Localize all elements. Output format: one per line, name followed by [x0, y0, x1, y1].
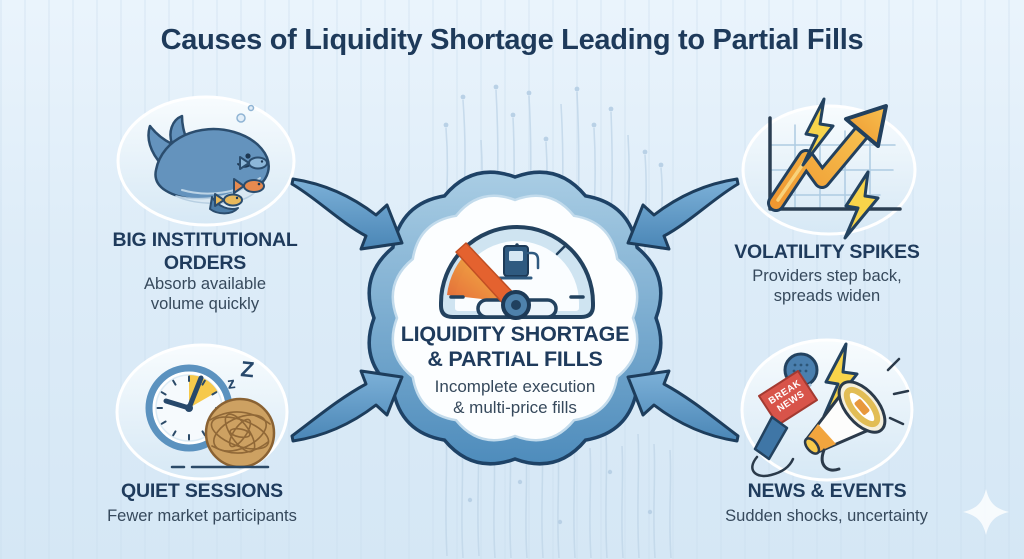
megaphone-mouth: [803, 437, 821, 455]
gauge-hub-center: [511, 300, 521, 310]
sleep-z-small: z: [226, 375, 236, 393]
arrow-top-right-to-center: [626, 177, 740, 251]
lightning-bolt-lower: [843, 170, 880, 240]
whale-and-fish-icon: [147, 104, 270, 215]
arrow-top-left-to-center: [290, 177, 404, 251]
fuel-pump-glyph: [498, 245, 540, 280]
clock-yellow-wedge: [189, 375, 218, 408]
subtext-big-institutional-orders: Absorb available volume quickly: [144, 275, 266, 314]
sound-lines: [886, 357, 910, 426]
megaphone-bell-core: [854, 399, 870, 415]
small-fish-yellow: [214, 193, 243, 207]
microphone-cable: [751, 455, 795, 478]
page-title: Causes of Liquidity Shortage Leading to …: [160, 24, 864, 56]
clock-minute-hand: [186, 375, 204, 411]
sleep-z-large: Z: [239, 356, 255, 382]
subtext-quiet-sessions: Fewer market participants: [107, 507, 297, 525]
volatility-spike-chart-icon: [767, 97, 902, 240]
tumbleweed: [204, 397, 276, 469]
heading-quiet-sessions: QUIET SESSIONS: [121, 480, 283, 502]
sleepy-clock-tumbleweed-icon: z Z: [145, 356, 276, 469]
megaphone-handle: [820, 448, 841, 472]
microphone-handle: [753, 415, 789, 461]
heading-news-events: NEWS & EVENTS: [747, 480, 907, 502]
arrow-bottom-left-to-center: [290, 369, 404, 443]
megaphone-icon: [803, 357, 910, 472]
flow-arrows: [290, 177, 740, 443]
subtext-news-events: Sudden shocks, uncertainty: [725, 507, 928, 525]
center-heading: LIQUIDITY SHORTAGE & PARTIAL FILLS: [400, 322, 630, 371]
clock-center: [185, 404, 193, 412]
zigzag-arrow-highlight: [776, 159, 807, 202]
whale-fin: [209, 196, 239, 215]
whale-bubble: [236, 113, 246, 123]
sparkle-icon: [963, 489, 1009, 535]
arrow-bottom-right-to-center: [626, 369, 740, 443]
lightning-bolt-upper: [801, 97, 835, 167]
clock-hour-hand: [163, 398, 192, 411]
fuel-gauge-low-icon: [439, 225, 595, 320]
small-fish-orange: [233, 178, 265, 194]
zigzag-arrowhead: [844, 104, 888, 148]
small-fish-blue: [239, 156, 268, 170]
circuit-dots-bottom-decoration: [467, 469, 653, 525]
heading-volatility-spikes: VOLATILITY SPIKES: [734, 241, 920, 263]
whale-eye: [245, 153, 251, 159]
circuit-dots-top-decoration: [443, 84, 664, 168]
center-subtext: Incomplete execution & multi-price fills: [434, 377, 596, 418]
whale-bubble: [247, 104, 255, 112]
heading-big-institutional-orders: BIG INSTITUTIONAL ORDERS: [112, 229, 298, 274]
subtext-volatility-spikes: Providers step back, spreads widen: [752, 267, 902, 306]
